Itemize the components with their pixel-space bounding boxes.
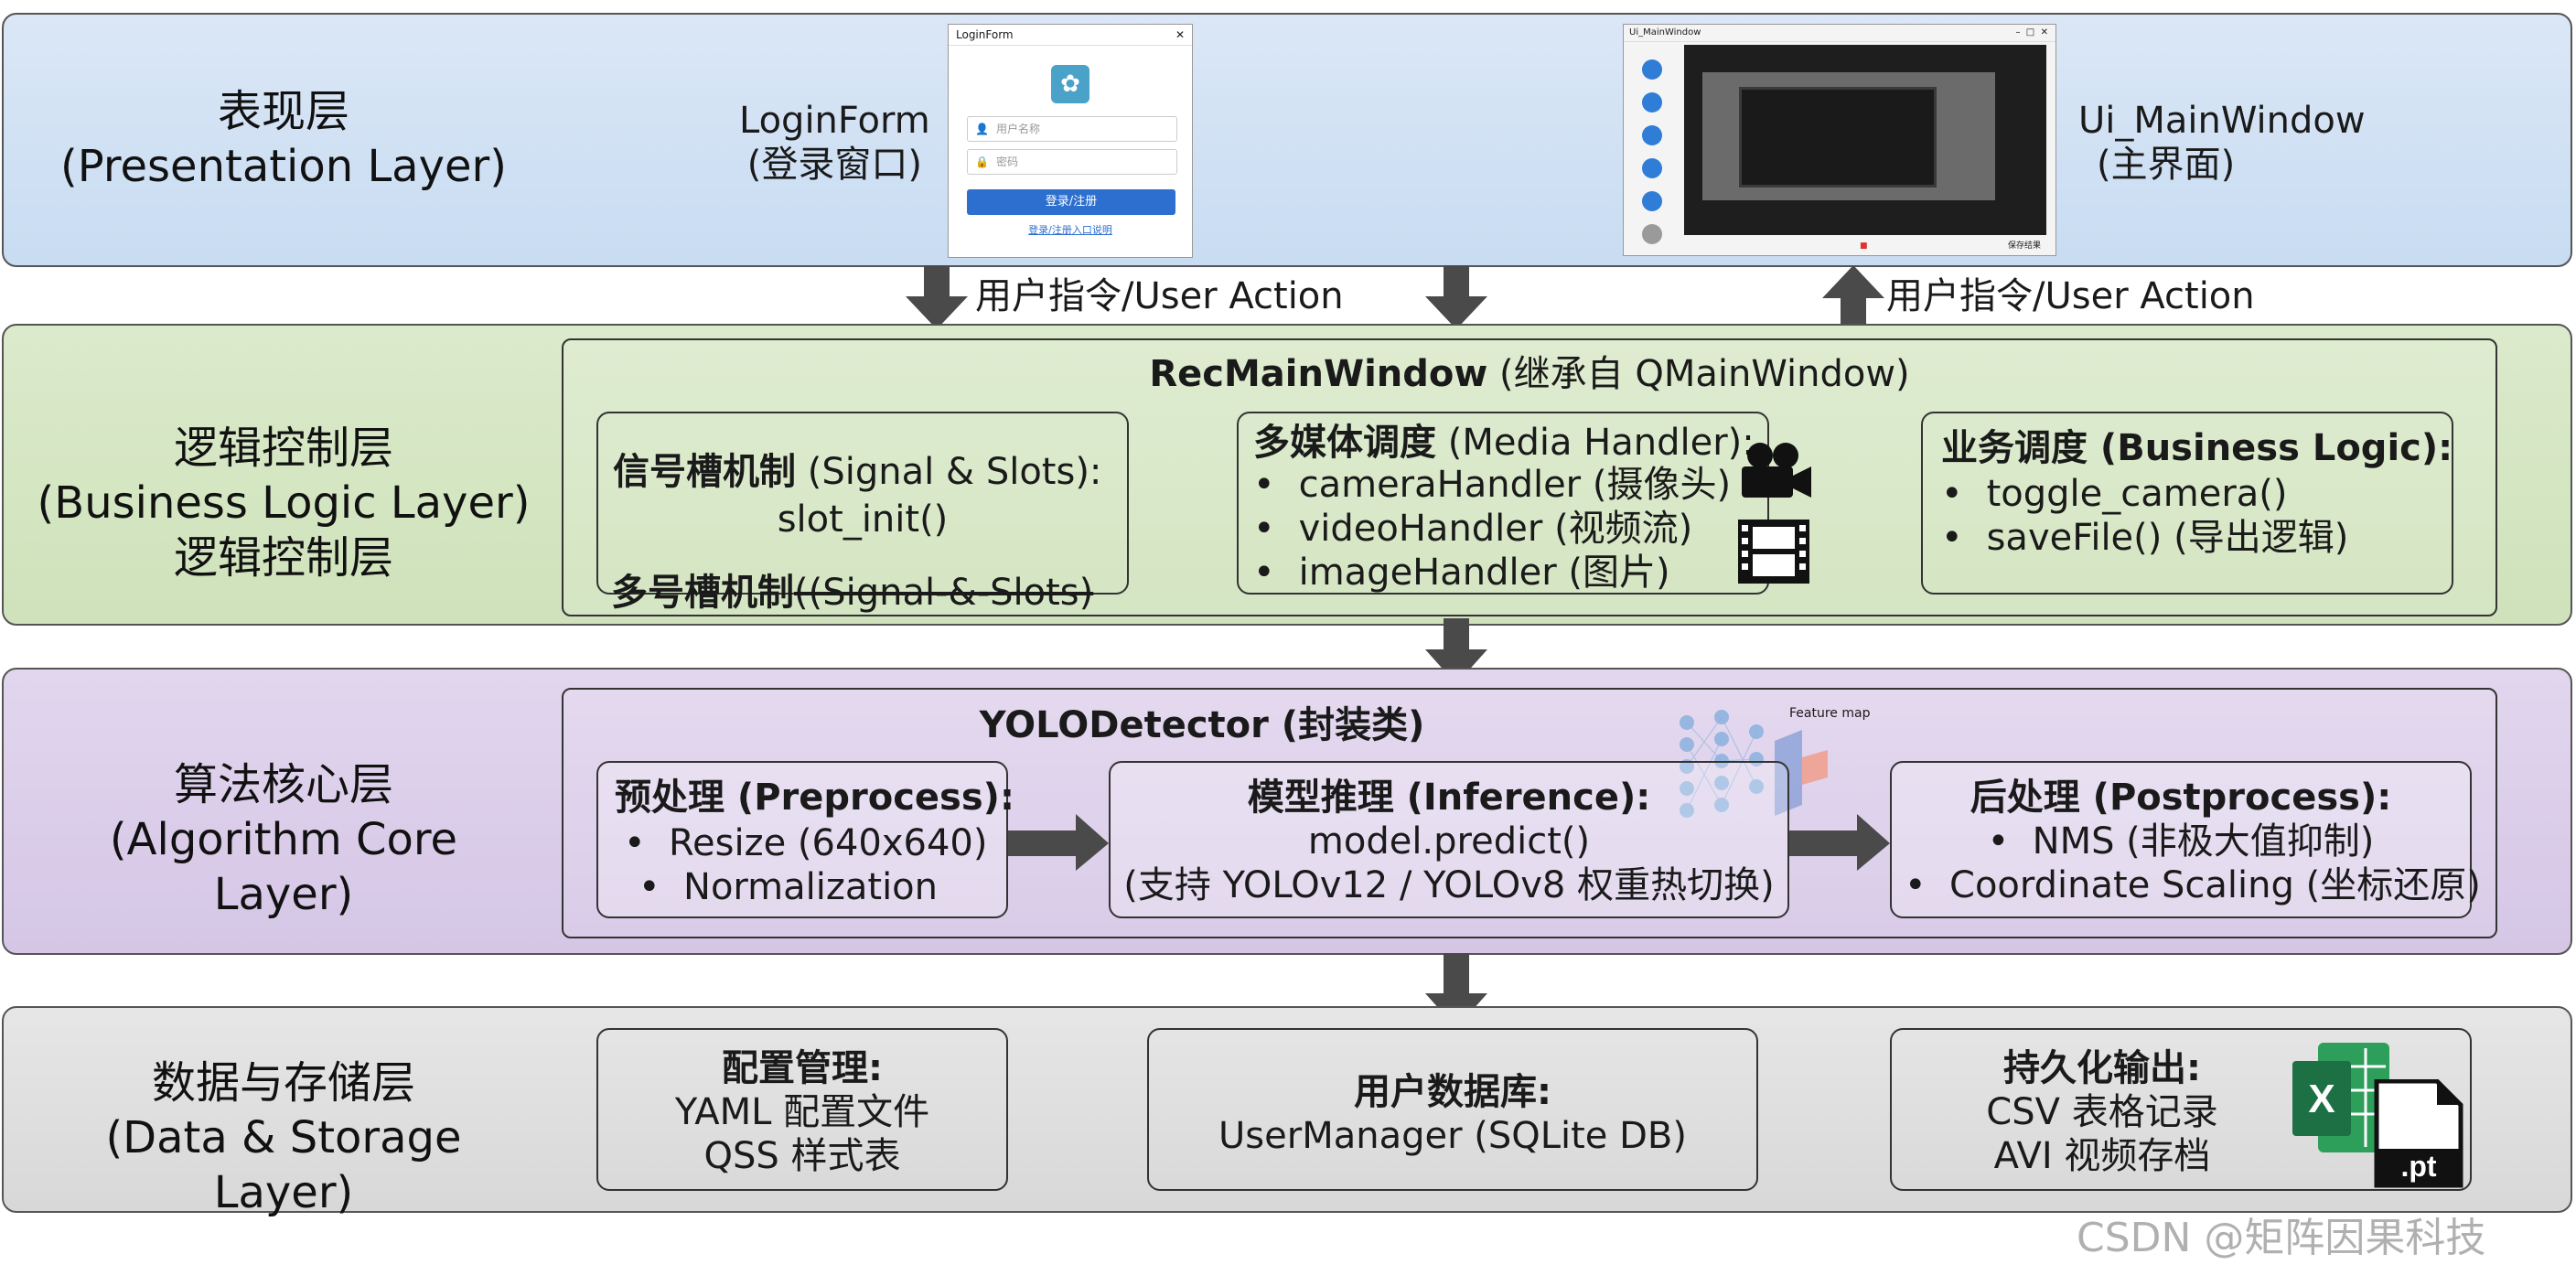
- main-window-title: Ui_MainWindow: [1629, 27, 1701, 38]
- media-handler-card: 多媒体调度 (Media Handler): cameraHandler (摄像…: [1237, 412, 1769, 595]
- login-window-title: LoginForm: [956, 28, 1014, 41]
- pt-label: .pt: [2400, 1150, 2436, 1183]
- feature-map-label: Feature map: [1789, 706, 1871, 721]
- preprocess-card: 预处理 (Preprocess): • Resize (640x640) • N…: [596, 761, 1014, 918]
- login-register-link[interactable]: 登录/注册入口说明: [1028, 224, 1112, 236]
- arrow-up-1: [1822, 265, 1884, 329]
- arrow-right-1: [1008, 814, 1109, 871]
- sidebar-settings-button[interactable]: [1642, 224, 1662, 244]
- media-item: videoHandler (视频流): [1253, 507, 1731, 551]
- storage-layer: [2, 1006, 2572, 1213]
- arrow-down-2: [1425, 265, 1487, 329]
- arrow-down-1: [906, 265, 968, 329]
- login-form-label: LoginForm (登录窗口): [739, 100, 930, 186]
- postprocess-card: 后处理 (Postprocess): • NMS (非极大值抑制) • Coor…: [1890, 761, 2481, 918]
- userdb-card: 用户数据库: UserManager (SQLite DB): [1147, 1028, 1758, 1191]
- login-app-icon: ✿: [1051, 65, 1089, 103]
- presentation-layer-title: 表现层 (Presentation Layer): [60, 86, 507, 192]
- business-logic-card: 业务调度 (Business Logic): toggle_camera() s…: [1921, 412, 2453, 595]
- persist-card: 持久化输出: CSV 表格记录 AVI 视频存档: [1890, 1028, 2472, 1191]
- sidebar-video-button[interactable]: [1642, 92, 1662, 113]
- main-sidebar: [1624, 41, 1684, 255]
- rec-main-window-title: RecMainWindow (继承自 QMainWindow): [1149, 353, 1910, 395]
- login-submit-button[interactable]: 登录/注册: [967, 189, 1175, 215]
- inference-card: 模型推理 (Inference): model.predict() (支持 YO…: [1109, 761, 1789, 918]
- login-close-icon[interactable]: ✕: [1175, 28, 1185, 41]
- user-action-label-2: 用户指令/User Action: [1886, 275, 2255, 317]
- window-controls-icon[interactable]: – □ ✕: [2015, 27, 2048, 38]
- user-icon: 👤: [975, 123, 989, 135]
- film-camera-icon: [1742, 443, 1811, 498]
- password-field[interactable]: 🔒密码: [967, 149, 1177, 175]
- sidebar-folder-button[interactable]: [1642, 158, 1662, 178]
- arrow-right-2: [1789, 814, 1890, 871]
- sidebar-save-button[interactable]: [1642, 191, 1662, 211]
- signal-slot-card: 信号槽机制 (Signal & Slots): slot_init(): [596, 412, 1129, 595]
- watermark: CSDN @矩阵因果科技: [2077, 1215, 2486, 1261]
- excel-letter: X: [2308, 1077, 2334, 1121]
- pt-file-icon: .pt: [2374, 1079, 2463, 1188]
- lock-icon: 🔒: [975, 155, 989, 168]
- status-bar: ■ 保存结果: [1684, 237, 2046, 255]
- sidebar-image-button[interactable]: [1642, 125, 1662, 145]
- login-window-preview: LoginForm ✕ ✿ 👤用户名称 🔒密码 登录/注册 登录/注册入口说明: [948, 24, 1193, 258]
- main-window-preview: Ui_MainWindow – □ ✕ ■ 保存结果: [1623, 24, 2056, 256]
- business-item: saveFile() (导出逻辑): [1941, 516, 2349, 560]
- storage-layer-title: 数据与存储层 (Data & Storage Layer): [105, 1057, 462, 1218]
- logic-layer-title: 逻辑控制层 (Business Logic Layer) 逻辑控制层: [37, 423, 531, 584]
- yolo-detector-container: [562, 688, 2497, 938]
- video-display: [1684, 45, 2046, 235]
- username-field[interactable]: 👤用户名称: [967, 116, 1177, 142]
- algorithm-layer-title: 算法核心层 (Algorithm Core Layer): [109, 759, 458, 920]
- sidebar-camera-button[interactable]: [1642, 59, 1662, 80]
- main-window-label: Ui_MainWindow (主界面): [2078, 100, 2366, 186]
- record-icon[interactable]: ■: [1860, 241, 1868, 251]
- arrow-down-3: [1425, 618, 1487, 684]
- yolo-detector-title: YOLODetector (封装类): [979, 704, 1425, 746]
- excel-file-icon: X: [2292, 1043, 2389, 1152]
- business-item: toggle_camera(): [1941, 472, 2348, 516]
- config-card: 配置管理: YAML 配置文件 QSS 样式表: [596, 1028, 1008, 1191]
- presentation-layer: [2, 13, 2572, 267]
- user-action-label-1: 用户指令/User Action: [975, 275, 1344, 317]
- signal-slot-overlap-text: 多号槽机制((Signal-&-Slots): [611, 572, 1094, 614]
- media-item: cameraHandler (摄像头): [1253, 463, 1731, 507]
- media-item: imageHandler (图片): [1253, 551, 1731, 595]
- algorithm-layer: [2, 668, 2572, 955]
- film-strip-icon: [1738, 520, 1809, 584]
